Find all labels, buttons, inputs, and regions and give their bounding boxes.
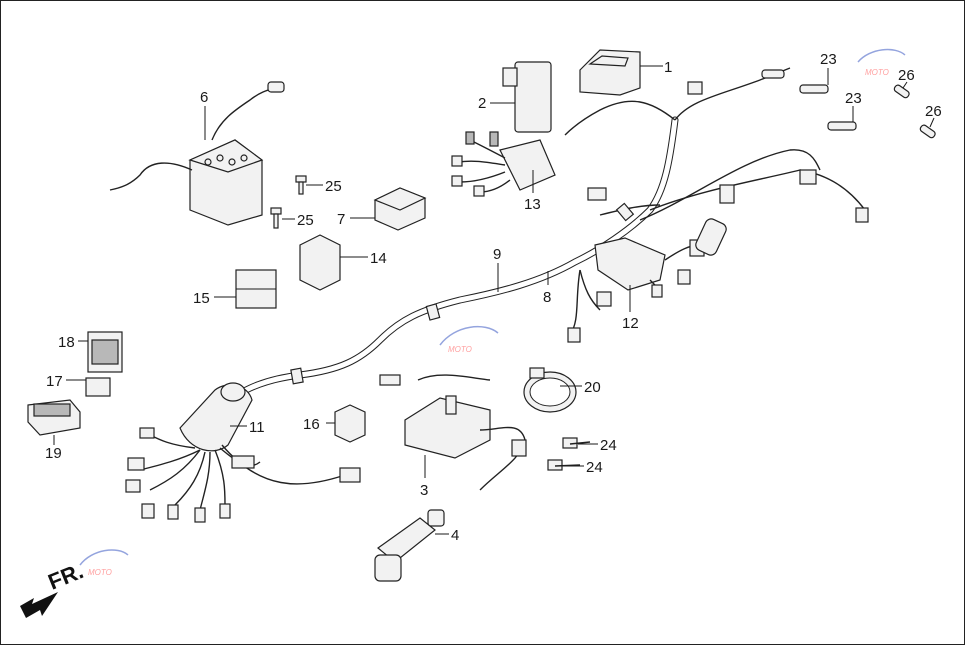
label-26a: 26 bbox=[898, 67, 915, 84]
label-26b: 26 bbox=[925, 103, 942, 120]
svg-text:MOTO: MOTO bbox=[88, 568, 112, 577]
label-2: 2 bbox=[478, 95, 486, 112]
label-8: 8 bbox=[543, 289, 551, 306]
label-6: 6 bbox=[200, 89, 208, 106]
part-4-spark-plug-cap bbox=[374, 509, 445, 582]
part-1-fuse-box bbox=[579, 49, 641, 96]
part-23-fuses bbox=[799, 84, 857, 131]
watermark-logo-center: MOTO bbox=[439, 326, 499, 354]
label-7: 7 bbox=[337, 211, 345, 228]
part-20-clamp bbox=[523, 367, 577, 413]
label-13: 13 bbox=[524, 196, 541, 213]
part-13-ignition-switch bbox=[451, 131, 556, 197]
part-18-connector bbox=[87, 331, 123, 373]
part-3-ignition-coil bbox=[379, 374, 527, 491]
label-12: 12 bbox=[622, 315, 639, 332]
label-16: 16 bbox=[303, 416, 320, 433]
part-14-relay bbox=[299, 234, 341, 291]
part-17-relay bbox=[85, 377, 111, 397]
svg-text:MOTO: MOTO bbox=[448, 345, 472, 354]
label-4: 4 bbox=[451, 527, 459, 544]
part-19-connector bbox=[27, 399, 81, 436]
main-harness bbox=[196, 67, 866, 424]
label-24a: 24 bbox=[600, 437, 617, 454]
part-25-bolts bbox=[270, 175, 307, 229]
label-3: 3 bbox=[420, 482, 428, 499]
label-17: 17 bbox=[46, 373, 63, 390]
label-9: 9 bbox=[493, 246, 501, 263]
label-14: 14 bbox=[370, 250, 387, 267]
part-15-flasher bbox=[235, 269, 277, 309]
watermark-logo-top-right: MOTO bbox=[857, 48, 906, 77]
label-25b: 25 bbox=[297, 212, 314, 229]
part-2-cdi-unit bbox=[502, 61, 552, 133]
label-25a: 25 bbox=[325, 178, 342, 195]
label-23a: 23 bbox=[820, 51, 837, 68]
part-16-relay bbox=[334, 404, 366, 443]
part-7-regulator bbox=[373, 187, 427, 231]
part-24-bolts bbox=[547, 437, 591, 471]
watermark-logo-bottom-left: MOTO bbox=[79, 549, 129, 577]
part-11-front-harness-boot bbox=[125, 382, 361, 523]
svg-text:MOTO: MOTO bbox=[865, 68, 889, 77]
front-direction-indicator: FR. bbox=[20, 558, 87, 618]
label-11: 11 bbox=[249, 419, 265, 436]
part-12-starter-relay bbox=[594, 237, 705, 298]
label-23b: 23 bbox=[845, 90, 862, 107]
label-20: 20 bbox=[584, 379, 601, 396]
watermark-logos: MOTO MOTO MOTO bbox=[79, 48, 906, 577]
front-arrow-icon bbox=[20, 592, 58, 618]
part-6-battery bbox=[109, 81, 285, 226]
leader-lines bbox=[53, 65, 935, 535]
rear-harness-branch bbox=[567, 69, 869, 343]
label-18: 18 bbox=[58, 334, 75, 351]
label-15: 15 bbox=[193, 290, 210, 307]
label-24b: 24 bbox=[586, 459, 603, 476]
part-labels: 1 2 3 4 6 7 8 9 11 12 13 14 15 16 17 18 … bbox=[45, 51, 942, 544]
label-1: 1 bbox=[664, 59, 672, 76]
label-19: 19 bbox=[45, 445, 62, 462]
part-26-bulbs bbox=[893, 84, 936, 139]
